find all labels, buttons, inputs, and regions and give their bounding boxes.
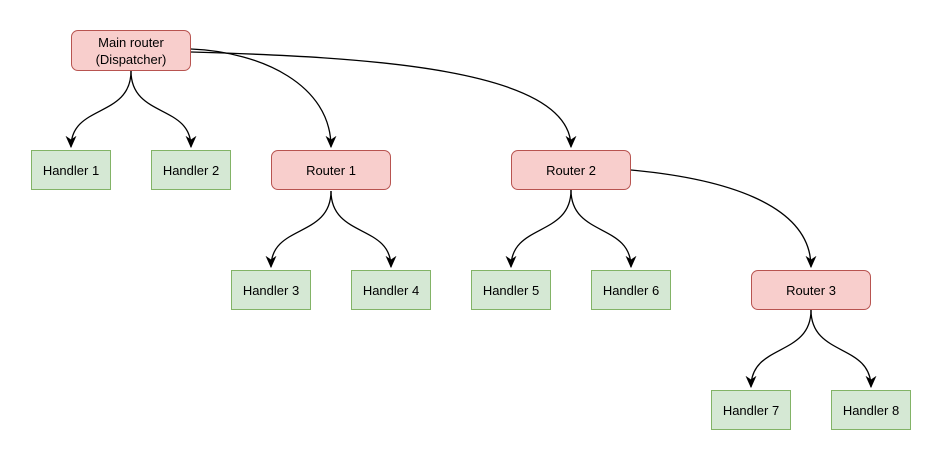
- node-handler-2: Handler 2: [151, 150, 231, 190]
- node-router-3: Router 3: [751, 270, 871, 310]
- node-handler-7: Handler 7: [711, 390, 791, 430]
- edge-router2-to-router3: [630, 169, 817, 269]
- node-router-2: Router 2: [511, 150, 631, 190]
- edge-main-to-router1: [190, 48, 337, 149]
- node-handler-8-label: Handler 8: [842, 402, 900, 418]
- node-handler-6-label: Handler 6: [602, 282, 660, 298]
- edge-main-to-handler2: [130, 70, 197, 149]
- node-handler-5-label: Handler 5: [482, 282, 540, 298]
- node-main-router: Main router (Dispatcher): [71, 30, 191, 71]
- edge-router1-to-handler4: [330, 190, 397, 269]
- node-handler-2-label: Handler 2: [162, 162, 220, 178]
- node-router-1: Router 1: [271, 150, 391, 190]
- node-router-3-label: Router 3: [786, 282, 836, 298]
- node-handler-3-label: Handler 3: [242, 282, 300, 298]
- node-handler-1-label: Handler 1: [42, 162, 100, 178]
- node-handler-4-label: Handler 4: [362, 282, 420, 298]
- node-handler-5: Handler 5: [471, 270, 551, 310]
- node-handler-8: Handler 8: [831, 390, 911, 430]
- edge-router3-to-handler7: [745, 309, 812, 389]
- edge-router2-to-handler5: [505, 189, 572, 269]
- node-router-1-label: Router 1: [306, 162, 356, 178]
- node-router-2-label: Router 2: [546, 162, 596, 178]
- node-handler-1: Handler 1: [31, 150, 111, 190]
- edge-router2-to-handler6: [570, 189, 637, 269]
- edge-router1-to-handler3: [265, 190, 332, 269]
- node-handler-3: Handler 3: [231, 270, 311, 310]
- node-handler-6: Handler 6: [591, 270, 671, 310]
- edge-main-to-handler1: [65, 70, 132, 149]
- node-handler-7-label: Handler 7: [722, 402, 780, 418]
- node-main-router-label: Main router (Dispatcher): [95, 34, 167, 67]
- edge-main-to-router2: [190, 51, 577, 149]
- edge-router3-to-handler8: [810, 309, 877, 389]
- node-handler-4: Handler 4: [351, 270, 431, 310]
